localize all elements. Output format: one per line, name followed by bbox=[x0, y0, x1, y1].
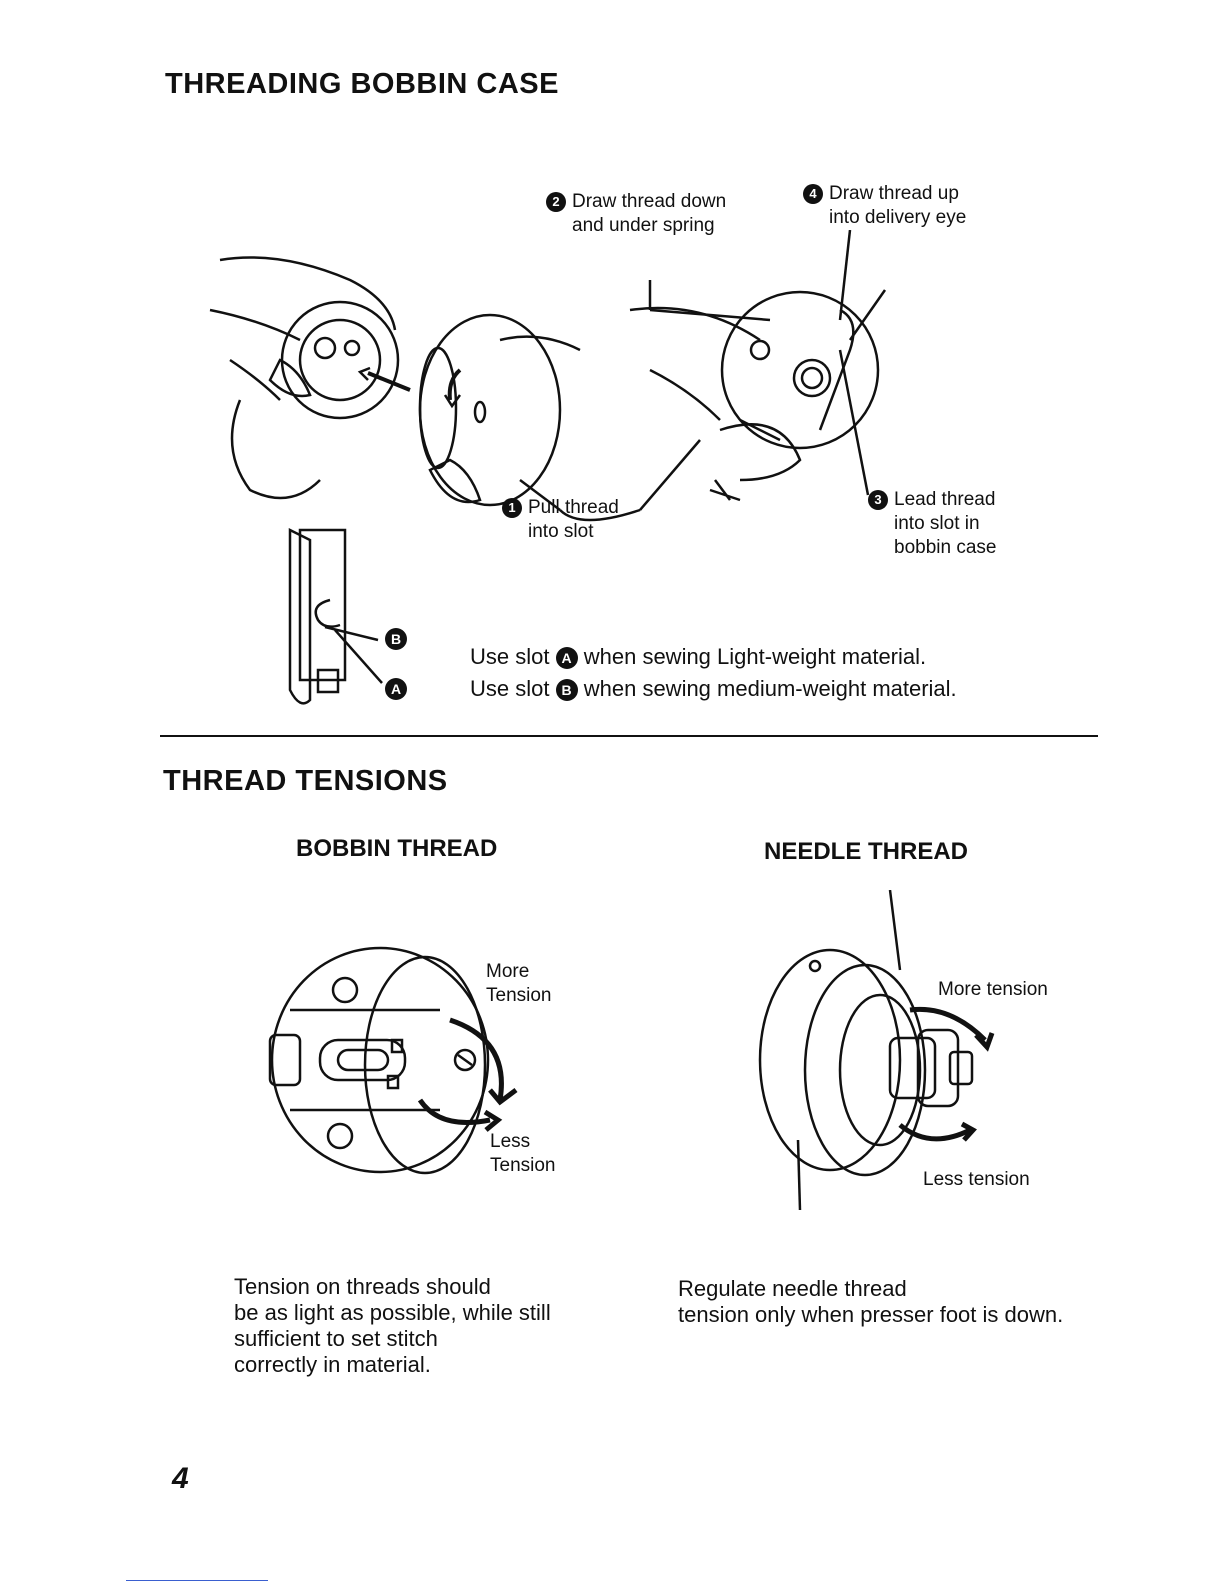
needle-tension-text: Regulate needle thread tension only when… bbox=[678, 1276, 1063, 1328]
bobbin-tension-text: Tension on threads should be as light as… bbox=[234, 1274, 551, 1378]
footer-underline bbox=[126, 1580, 268, 1581]
slot-a-label: A bbox=[385, 678, 407, 700]
needle-less-tension: Less tension bbox=[923, 1168, 1030, 1192]
slot-note-a-letter: A bbox=[556, 647, 578, 669]
section-title-tensions: THREAD TENSIONS bbox=[163, 765, 448, 798]
needle-text-line1: Regulate needle thread bbox=[678, 1276, 1063, 1302]
step-2-line1: Draw thread down bbox=[572, 191, 726, 212]
bobbin-text-line3: sufficient to set stitch bbox=[234, 1326, 551, 1352]
bobbin-text-line1: Tension on threads should bbox=[234, 1274, 551, 1300]
step-4-line1: Draw thread up bbox=[829, 183, 959, 204]
slot-note-b: Use slot B when sewing medium-weight mat… bbox=[470, 676, 957, 702]
slot-note-b-letter: B bbox=[556, 679, 578, 701]
step-4-number: 4 bbox=[803, 184, 823, 204]
section-divider bbox=[160, 735, 1098, 737]
slot-b-letter: B bbox=[385, 628, 407, 650]
page-number: 4 bbox=[172, 1462, 189, 1496]
slot-note-a: Use slot A when sewing Light-weight mate… bbox=[470, 644, 926, 670]
bobbin-less-line2: Tension bbox=[490, 1155, 556, 1176]
bobbin-more-line2: Tension bbox=[486, 985, 552, 1006]
bobbin-less-line1: Less bbox=[490, 1131, 530, 1152]
needle-thread-heading: NEEDLE THREAD bbox=[764, 838, 968, 866]
slot-a-letter: A bbox=[385, 678, 407, 700]
bobbin-text-line2: be as light as possible, while still bbox=[234, 1300, 551, 1326]
bobbin-less-tension: Less Tension bbox=[490, 1130, 556, 1178]
step-2-number: 2 bbox=[546, 192, 566, 212]
bobbin-thread-heading: BOBBIN THREAD bbox=[296, 835, 497, 863]
slot-note-a-post: when sewing Light-weight material. bbox=[584, 644, 926, 669]
step-4-line2: into delivery eye bbox=[829, 207, 966, 228]
slot-note-b-post: when sewing medium-weight material. bbox=[584, 676, 957, 701]
bobbin-more-line1: More bbox=[486, 961, 529, 982]
slot-b-label: B bbox=[385, 628, 407, 650]
bobbin-text-line4: correctly in material. bbox=[234, 1352, 551, 1378]
slot-note-a-pre: Use slot bbox=[470, 644, 549, 669]
slot-note-b-pre: Use slot bbox=[470, 676, 549, 701]
section-title-threading: THREADING BOBBIN CASE bbox=[165, 68, 559, 101]
needle-text-line2: tension only when presser foot is down. bbox=[678, 1302, 1063, 1328]
needle-more-tension: More tension bbox=[938, 978, 1048, 1002]
step-4-caption: 4 Draw thread up into delivery eye bbox=[803, 182, 966, 230]
bobbin-more-tension: More Tension bbox=[486, 960, 552, 1008]
